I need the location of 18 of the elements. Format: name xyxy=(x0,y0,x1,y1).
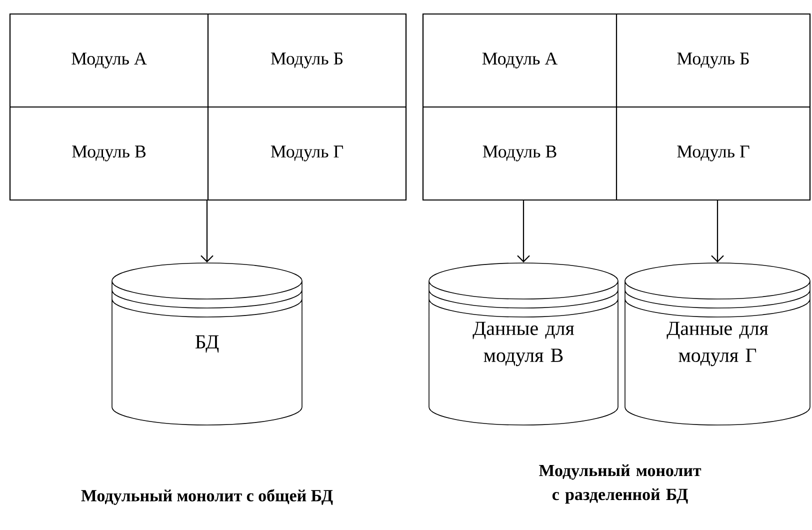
module-cell: Модуль В xyxy=(72,146,146,162)
database-cylinder: Данные для модуля В xyxy=(428,262,618,426)
module-cell: Модуль Г xyxy=(270,146,344,162)
module-grid xyxy=(9,13,407,201)
module-cell: Модуль Б xyxy=(270,52,343,68)
caption: Модульный монолит с общей БД xyxy=(81,489,333,505)
database-cylinder: БД xyxy=(112,262,302,426)
arrow xyxy=(200,200,214,262)
module-cell: Модуль В xyxy=(482,146,556,162)
database-cylinder: Данные для модуля Г xyxy=(624,262,810,426)
arrow xyxy=(711,200,724,262)
arrow xyxy=(517,200,530,262)
module-cell: Модуль Б xyxy=(677,52,749,68)
module-cell: Модуль А xyxy=(72,52,147,68)
caption: Модульный монолит с разделенной БД xyxy=(539,464,702,504)
module-grid xyxy=(422,13,811,201)
module-cell: Модуль Г xyxy=(677,146,750,162)
module-cell: Модуль А xyxy=(482,52,558,68)
